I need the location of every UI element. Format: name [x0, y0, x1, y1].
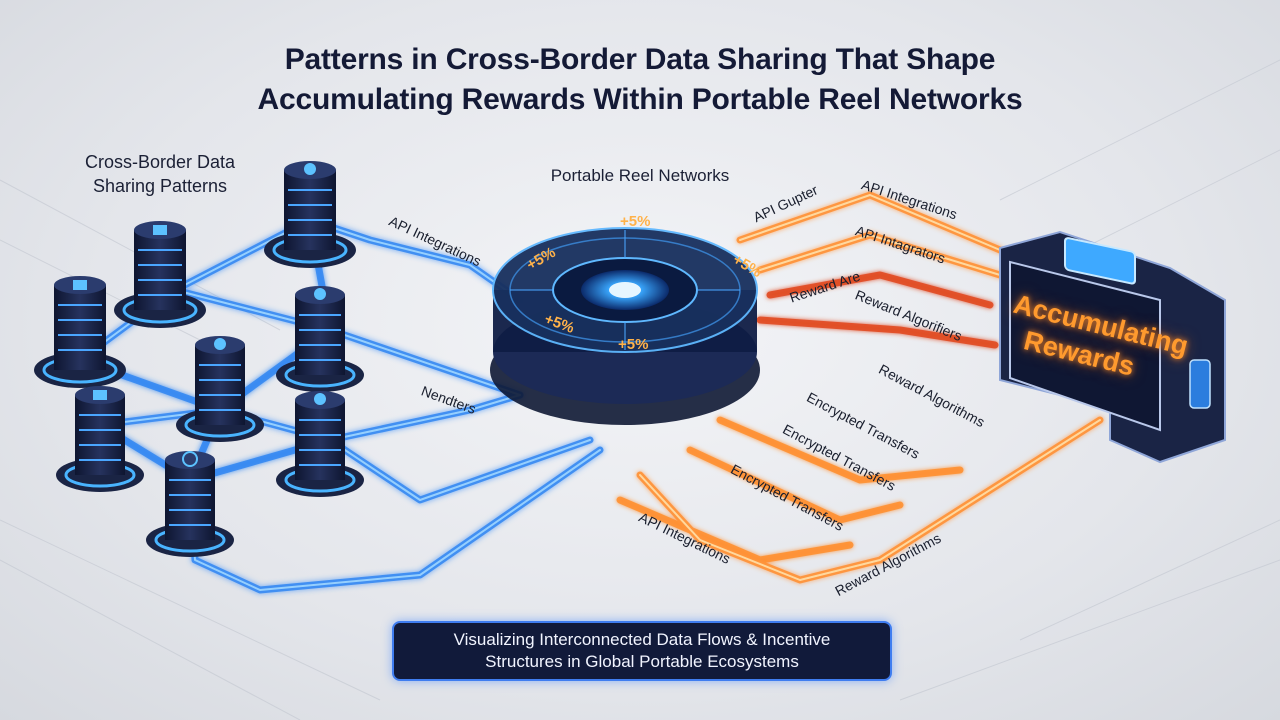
- title-line-2: Accumulating Rewards Within Portable Ree…: [257, 83, 1023, 116]
- server-icon: [56, 386, 144, 492]
- caption-box: Visualizing Interconnected Data Flows & …: [392, 621, 892, 681]
- reel-network-hub: [490, 227, 760, 425]
- left-section-line-1: Cross-Border Data: [84, 152, 236, 172]
- left-section-line-2: Sharing Patterns: [92, 176, 228, 196]
- reward-device: [999, 230, 1226, 464]
- hub-segment-label: +5%: [620, 213, 651, 230]
- server-icon: [276, 286, 364, 392]
- server-icon: [34, 276, 126, 388]
- caption-line-1: Visualizing Interconnected Data Flows & …: [453, 630, 831, 649]
- server-icon: [276, 391, 364, 497]
- left-section-label: Cross-Border Data Sharing Patterns: [60, 150, 260, 198]
- server-icon: [114, 221, 206, 328]
- page-title: Patterns in Cross-Border Data Sharing Th…: [140, 40, 1140, 120]
- server-icon: [176, 336, 264, 442]
- title-line-1: Patterns in Cross-Border Data Sharing Th…: [284, 43, 996, 76]
- background-grid: [0, 59, 1280, 720]
- server-icon: [146, 451, 234, 557]
- server-stacks: [34, 161, 364, 557]
- center-section-label: Portable Reel Networks: [550, 166, 730, 185]
- caption-line-2: Structures in Global Portable Ecosystems: [485, 652, 799, 671]
- hub-segment-label: +5%: [618, 336, 649, 353]
- orange-flow-network: [616, 191, 1104, 584]
- server-icon: [264, 161, 356, 268]
